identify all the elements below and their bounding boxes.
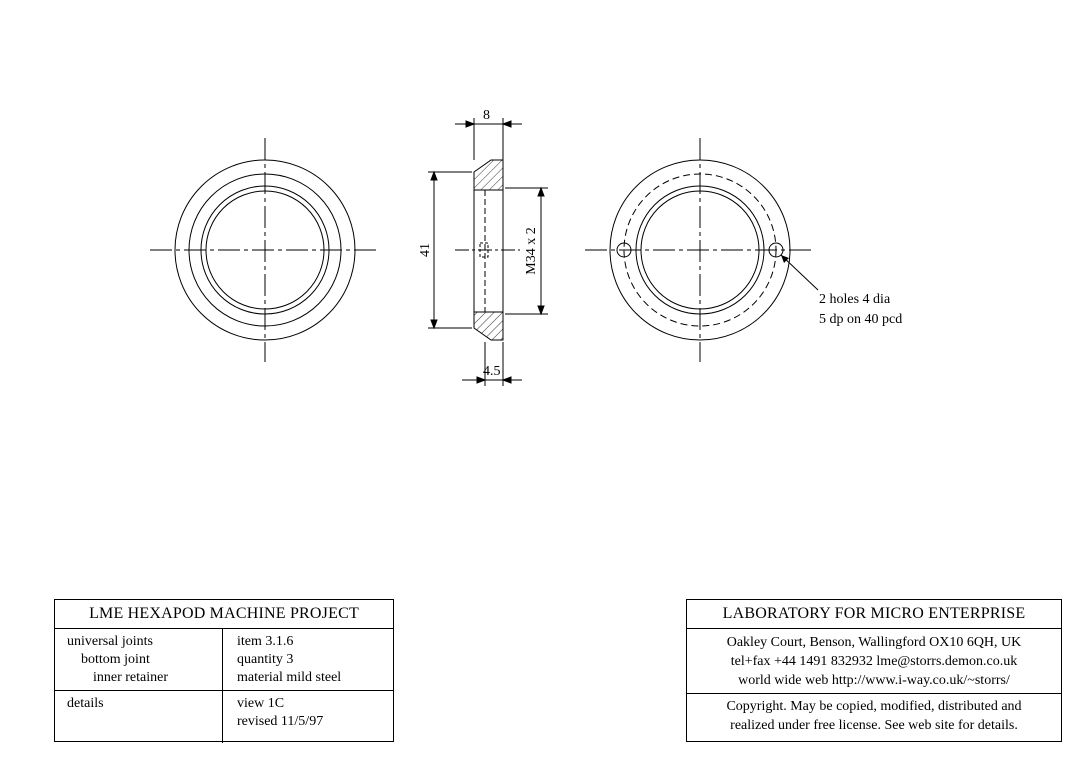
revision-date: revised 11/5/97: [237, 714, 324, 729]
lab-name: LABORATORY FOR MICRO ENTERPRISE: [687, 600, 1061, 629]
part-info-row: universal joints bottom joint inner reta…: [55, 629, 393, 691]
back-view: [585, 138, 819, 362]
part-desc-line: bottom joint: [81, 652, 150, 667]
details-values: view 1C revised 11/5/97: [223, 691, 393, 743]
details-label-cell: details: [55, 691, 223, 743]
project-title-block: LME HEXAPOD MACHINE PROJECT universal jo…: [54, 599, 394, 743]
dim-diameter-label: 41: [418, 243, 433, 257]
dim-thread-label: M34 x 2: [524, 227, 539, 274]
dim-depth-label: 4.5: [483, 364, 501, 379]
lab-info-block: LABORATORY FOR MICRO ENTERPRISE Oakley C…: [686, 599, 1062, 742]
leader-line: [780, 254, 819, 291]
dim-width-label: 8: [483, 108, 490, 123]
quantity: quantity 3: [237, 652, 294, 667]
copyright-section: Copyright. May be copied, modified, dist…: [687, 694, 1061, 735]
project-title: LME HEXAPOD MACHINE PROJECT: [55, 600, 393, 629]
part-description: universal joints bottom joint inner reta…: [55, 629, 223, 690]
copyright-line: Copyright. May be copied, modified, dist…: [726, 699, 1022, 714]
front-view: [150, 138, 380, 362]
lab-phone-email: tel+fax +44 1491 832932 lme@storrs.demon…: [730, 654, 1018, 669]
view-label: view 1C: [237, 696, 285, 711]
part-specs: item 3.1.6 quantity 3 material mild stee…: [223, 629, 393, 690]
leader-arrow: [781, 255, 789, 263]
part-desc-line: universal joints: [67, 634, 153, 649]
lower-section-hatch: [473, 311, 504, 341]
part-desc-line: inner retainer: [93, 670, 169, 685]
item-number: item 3.1.6: [237, 634, 294, 649]
lab-website: world wide web http://www.i-way.co.uk/~s…: [738, 673, 1010, 688]
upper-section-hatch: [473, 159, 504, 191]
lab-contact-section: Oakley Court, Benson, Wallingford OX10 6…: [687, 629, 1061, 694]
copyright-line: realized under free license. See web sit…: [730, 718, 1018, 733]
material: material mild steel: [237, 670, 342, 685]
note-holes-line2: 5 dp on 40 pcd: [819, 312, 902, 327]
details-label: details: [67, 696, 104, 711]
section-view: [428, 118, 548, 386]
note-holes-line1: 2 holes 4 dia: [819, 292, 891, 307]
details-row: details view 1C revised 11/5/97: [55, 691, 393, 743]
lab-address: Oakley Court, Benson, Wallingford OX10 6…: [726, 635, 1022, 650]
